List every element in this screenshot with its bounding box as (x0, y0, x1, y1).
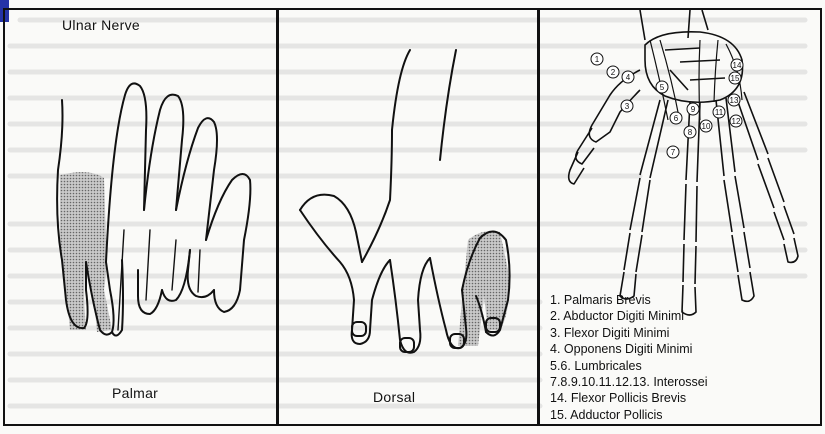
marker-10: 10 (700, 120, 712, 132)
legend-item: 5.6. Lumbricales (550, 358, 708, 374)
svg-text:11: 11 (715, 108, 724, 117)
legend-item: 1. Palmaris Brevis (550, 292, 708, 308)
svg-text:2: 2 (611, 68, 616, 77)
marker-2: 2 (607, 66, 619, 78)
svg-text:5: 5 (660, 83, 665, 92)
marker-7: 7 (667, 146, 679, 158)
marker-12: 12 (730, 115, 742, 127)
dorsal-caption: Dorsal (373, 389, 415, 405)
marker-5: 5 (656, 81, 668, 93)
muscle-legend: 1. Palmaris Brevis 2. Abductor Digiti Mi… (550, 292, 708, 423)
legend-item: 2. Abductor Digiti Minimi (550, 308, 708, 324)
legend-item: 15. Adductor Pollicis (550, 407, 708, 423)
svg-text:7: 7 (671, 148, 676, 157)
marker-6: 6 (670, 112, 682, 124)
marker-3: 3 (621, 100, 633, 112)
legend-item: 3. Flexor Digiti Minimi (550, 325, 708, 341)
legend-item: 7.8.9.10.11.12.13. Interossei (550, 374, 708, 390)
palmar-caption: Palmar (112, 385, 158, 401)
marker-8: 8 (684, 126, 696, 138)
marker-4: 4 (622, 71, 634, 83)
marker-11: 11 (713, 106, 725, 118)
svg-text:15: 15 (731, 74, 740, 83)
legend-item: 14. Flexor Pollicis Brevis (550, 390, 708, 406)
svg-text:10: 10 (702, 122, 711, 131)
svg-text:14: 14 (733, 61, 742, 70)
svg-text:8: 8 (688, 128, 693, 137)
marker-15: 15 (729, 72, 741, 84)
svg-text:6: 6 (674, 114, 679, 123)
marker-1: 1 (591, 53, 603, 65)
marker-14: 14 (731, 59, 743, 71)
svg-text:13: 13 (730, 96, 739, 105)
svg-text:1: 1 (595, 55, 600, 64)
legend-item: 4. Opponens Digiti Minimi (550, 341, 708, 357)
svg-text:9: 9 (691, 105, 696, 114)
svg-text:4: 4 (626, 73, 631, 82)
marker-13: 13 (728, 94, 740, 106)
svg-text:3: 3 (625, 102, 630, 111)
marker-9: 9 (687, 103, 699, 115)
svg-text:12: 12 (732, 117, 741, 126)
